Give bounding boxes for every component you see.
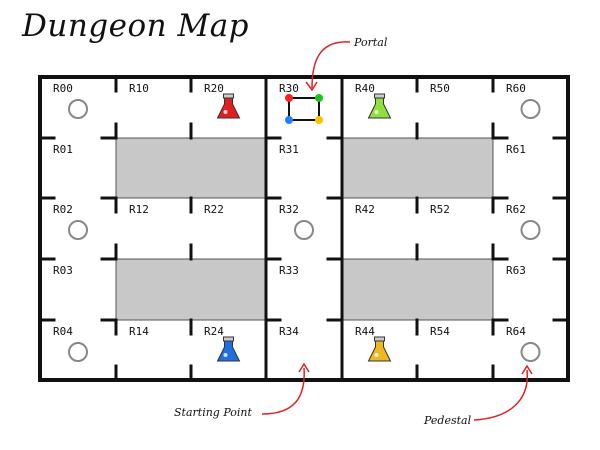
room-label-r22: R22 <box>204 203 224 216</box>
wall-block <box>341 258 494 321</box>
room-label-r60: R60 <box>506 82 526 95</box>
start-arrow-head <box>298 362 310 373</box>
room-label-r03: R03 <box>53 264 73 277</box>
wall-block <box>115 258 267 321</box>
pedestal-icon[interactable] <box>68 99 88 119</box>
pedestal-icon[interactable] <box>294 220 314 240</box>
room-label-r34: R34 <box>279 325 299 338</box>
pedestal-icon[interactable] <box>68 342 88 362</box>
portal-annotation: Portal <box>354 36 388 49</box>
room-label-r12: R12 <box>129 203 149 216</box>
room-label-r42: R42 <box>355 203 375 216</box>
pedestal-arrow-head <box>521 364 533 375</box>
potion-icon[interactable] <box>367 336 392 362</box>
room-label-r14: R14 <box>129 325 149 338</box>
room-label-r52: R52 <box>430 203 450 216</box>
portal-arrow-head <box>305 81 318 92</box>
room-label-r33: R33 <box>279 264 299 277</box>
room-label-r32: R32 <box>279 203 299 216</box>
room-label-r30: R30 <box>279 82 299 95</box>
map-title: Dungeon Map <box>22 8 250 44</box>
room-label-r44: R44 <box>355 325 375 338</box>
pedestal-annotation: Pedestal <box>424 414 472 427</box>
room-label-r00: R00 <box>53 82 73 95</box>
room-label-r54: R54 <box>430 325 450 338</box>
pedestal-icon[interactable] <box>68 220 88 240</box>
room-label-r20: R20 <box>204 82 224 95</box>
room-label-r62: R62 <box>506 203 526 216</box>
wall-block <box>341 137 494 199</box>
potion-icon[interactable] <box>216 93 241 119</box>
room-label-r10: R10 <box>129 82 149 95</box>
portal-icon[interactable] <box>285 94 323 124</box>
start-arrow <box>261 367 305 415</box>
room-label-r01: R01 <box>53 143 73 156</box>
room-label-r63: R63 <box>506 264 526 277</box>
pedestal-icon[interactable] <box>520 99 541 119</box>
pedestal-icon[interactable] <box>520 220 541 240</box>
room-label-r64: R64 <box>506 325 526 338</box>
room-label-r31: R31 <box>279 143 299 156</box>
room-label-r61: R61 <box>506 143 526 156</box>
room-label-r50: R50 <box>430 82 450 95</box>
wall-block <box>115 137 267 199</box>
room-label-r04: R04 <box>53 325 73 338</box>
room-label-r24: R24 <box>204 325 224 338</box>
room-label-r02: R02 <box>53 203 73 216</box>
pedestal-icon[interactable] <box>520 342 541 362</box>
room-label-r40: R40 <box>355 82 375 95</box>
pedestal-arrow <box>473 369 528 421</box>
starting-point-annotation: Starting Point <box>174 406 252 419</box>
potion-icon[interactable] <box>367 93 392 119</box>
portal-arrow <box>311 41 351 89</box>
potion-icon[interactable] <box>216 336 241 362</box>
